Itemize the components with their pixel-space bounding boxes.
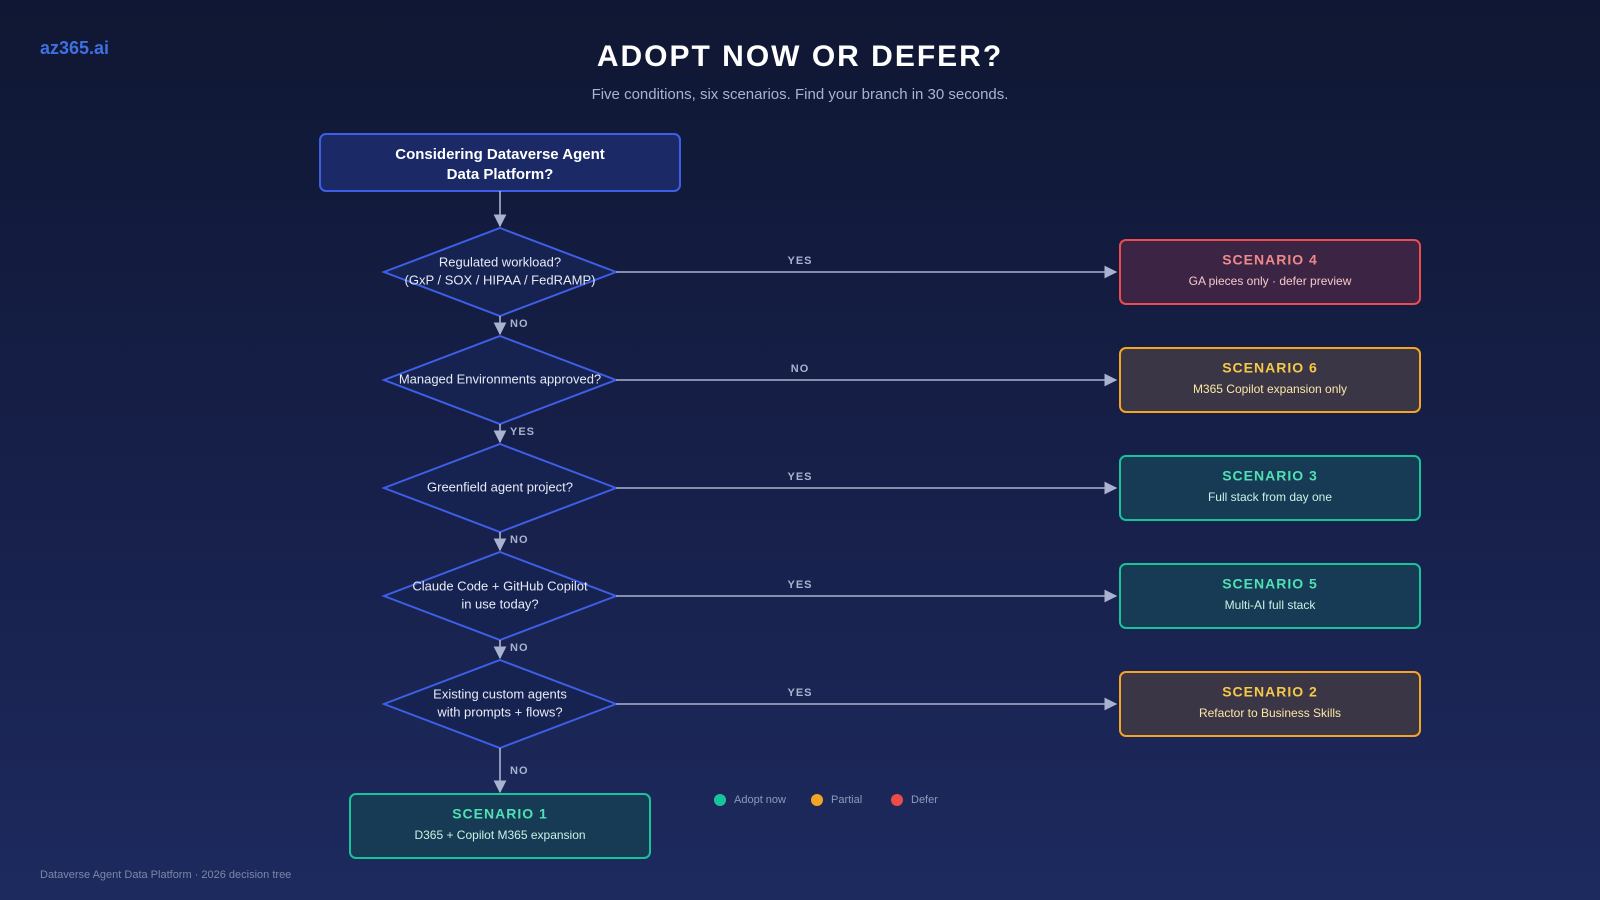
scenario-description: Multi-AI full stack: [1225, 598, 1317, 612]
legend: Adopt now Partial Defer: [714, 794, 938, 806]
scenario-title: SCENARIO 4: [1222, 252, 1318, 268]
down-label: NO: [510, 318, 529, 330]
start-node-label: Data Platform?: [447, 166, 554, 183]
scenario-title: SCENARIO 2: [1222, 684, 1318, 700]
decision-node-4: Claude Code + GitHub Copilot in use today…: [381, 550, 619, 642]
legend-dot-adopt: [714, 794, 726, 806]
final-scenario-box: SCENARIO 1 D365 + Copilot M365 expansion: [349, 793, 651, 859]
scenario-box: [1119, 671, 1421, 737]
decision-label: with prompts + flows?: [436, 704, 562, 719]
legend-label-partial: Partial: [831, 794, 862, 806]
branch-label: NO: [791, 363, 810, 375]
down-label: NO: [510, 765, 529, 777]
scenario-description: D365 + Copilot M365 expansion: [414, 828, 585, 842]
page-title: ADOPT NOW OR DEFER?: [596, 40, 1004, 73]
scenario-title: SCENARIO 6: [1222, 360, 1318, 376]
down-label: YES: [510, 426, 535, 438]
decision-node-3: Greenfield agent project?: [381, 442, 619, 534]
decision-node-5: Existing custom agents with prompts + flo…: [381, 658, 619, 750]
legend-dot-defer: [891, 794, 903, 806]
legend-label-adopt: Adopt now: [734, 794, 786, 806]
down-label: NO: [510, 534, 529, 546]
decision-label: Managed Environments approved?: [399, 371, 601, 386]
footer-caption: Dataverse Agent Data Platform · 2026 dec…: [40, 869, 292, 881]
start-node-label: Considering Dataverse Agent: [395, 146, 605, 163]
branch-label: YES: [787, 579, 812, 591]
scenario-box: [1119, 563, 1421, 629]
branch-label: YES: [787, 255, 812, 267]
scenario-box: [1119, 239, 1421, 305]
scenario-title: SCENARIO 5: [1222, 576, 1318, 592]
decision-label: (GxP / SOX / HIPAA / FedRAMP): [405, 272, 596, 287]
scenario-box: [1119, 347, 1421, 413]
scenario-3-box: SCENARIO 3 Full stack from day one: [1119, 455, 1421, 521]
legend-dot-partial: [811, 794, 823, 806]
decision-label: Claude Code + GitHub Copilot: [412, 578, 588, 593]
scenario-title: SCENARIO 3: [1222, 468, 1318, 484]
decision-node-1: Regulated workload? (GxP / SOX / HIPAA / …: [381, 226, 619, 318]
scenario-title: SCENARIO 1: [452, 806, 548, 822]
decision-label: Regulated workload?: [439, 254, 561, 269]
scenario-box: [1119, 455, 1421, 521]
scenario-2-box: SCENARIO 2 Refactor to Business Skills: [1119, 671, 1421, 737]
decision-label: Existing custom agents: [433, 686, 567, 701]
scenario-description: Refactor to Business Skills: [1199, 706, 1341, 720]
scenario-description: GA pieces only · defer preview: [1189, 274, 1352, 288]
decision-label: Greenfield agent project?: [427, 479, 573, 494]
scenario-6-box: SCENARIO 6 M365 Copilot expansion only: [1119, 347, 1421, 413]
branch-label: YES: [787, 471, 812, 483]
brand-logo: az365.ai: [40, 38, 110, 58]
page-subtitle: Five conditions, six scenarios. Find you…: [591, 86, 1009, 103]
scenario-5-box: SCENARIO 5 Multi-AI full stack: [1119, 563, 1421, 629]
down-label: NO: [510, 642, 529, 654]
decision-label: in use today?: [461, 596, 538, 611]
legend-label-defer: Defer: [911, 794, 938, 806]
scenario-box: [349, 793, 651, 859]
decision-node-2: Managed Environments approved?: [381, 334, 619, 426]
scenario-description: M365 Copilot expansion only: [1193, 382, 1347, 396]
scenario-4-box: SCENARIO 4 GA pieces only · defer preview: [1119, 239, 1421, 305]
branch-label: YES: [787, 687, 812, 699]
scenario-description: Full stack from day one: [1208, 490, 1332, 504]
